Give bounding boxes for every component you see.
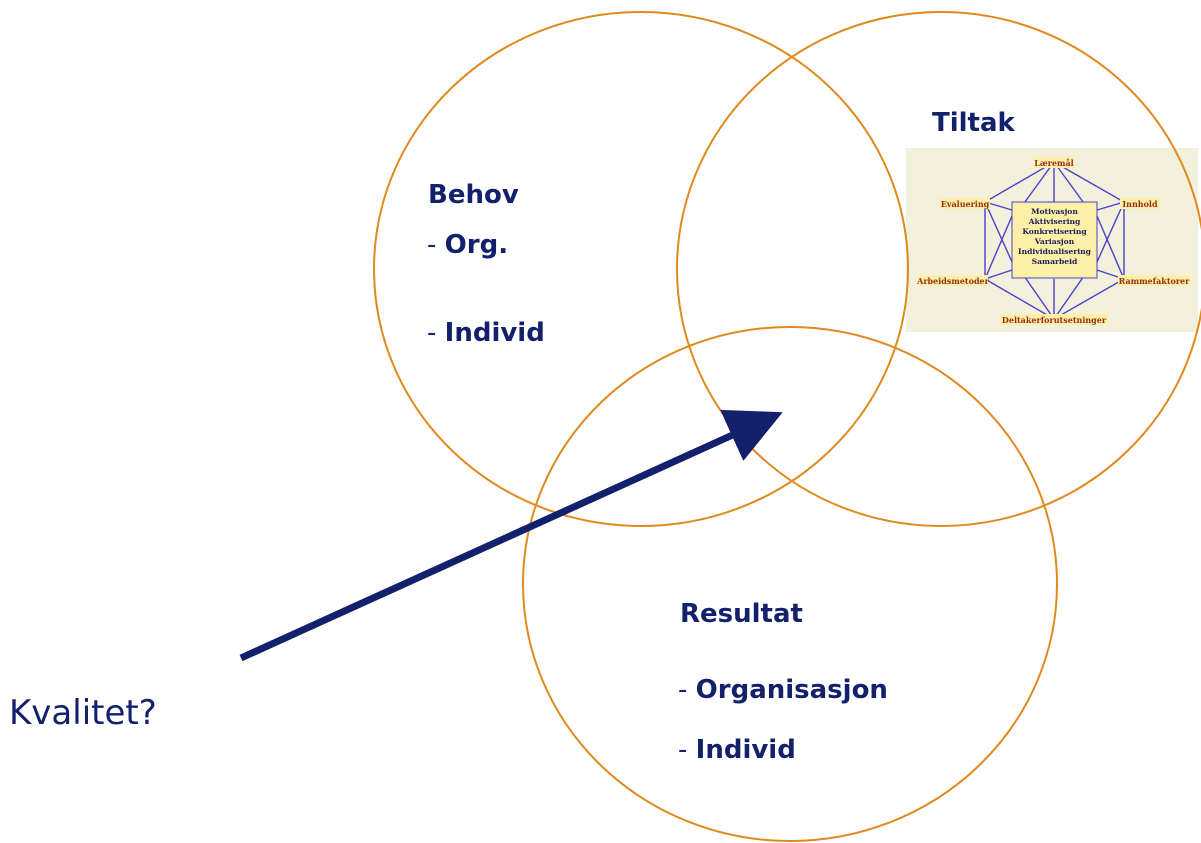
node-lower-left: Arbeidsmetoder: [916, 276, 990, 286]
center-line: Motivasjon: [1031, 207, 1078, 216]
didactic-model-image: Motivasjon Aktivisering Konkretisering V…: [906, 148, 1198, 332]
node-lower-right: Rammefaktorer: [1119, 276, 1191, 286]
resultat-title: Resultat: [680, 599, 803, 629]
quality-question: Kvalitet?: [9, 693, 157, 733]
node-top: Læremål: [1034, 158, 1073, 168]
behov-item-individ: - Individ: [427, 318, 545, 348]
center-line: Aktivisering: [1028, 217, 1081, 226]
tiltak-title: Tiltak: [932, 108, 1016, 138]
quality-arrow: [239, 409, 783, 662]
behov-item-org: - Org.: [427, 230, 508, 260]
model-center-text: Motivasjon Aktivisering Konkretisering V…: [1018, 207, 1092, 266]
center-line: Variasjon: [1034, 237, 1075, 246]
center-line: Samarbeid: [1032, 257, 1078, 266]
circle-tiltak: [676, 11, 1201, 527]
resultat-item-individ: - Individ: [678, 735, 796, 765]
center-line: Individualisering: [1018, 247, 1092, 256]
circle-behov: [373, 11, 909, 527]
node-upper-right: Innhold: [1122, 199, 1158, 209]
model-center-box: [1011, 201, 1098, 279]
circle-resultat: [522, 326, 1058, 842]
center-line: Konkretisering: [1022, 227, 1087, 236]
resultat-item-organisasjon: - Organisasjon: [678, 675, 888, 705]
node-bottom: Deltakerforutsetninger: [1002, 315, 1107, 325]
behov-title: Behov: [428, 180, 519, 210]
node-upper-left: Evaluering: [941, 199, 990, 209]
